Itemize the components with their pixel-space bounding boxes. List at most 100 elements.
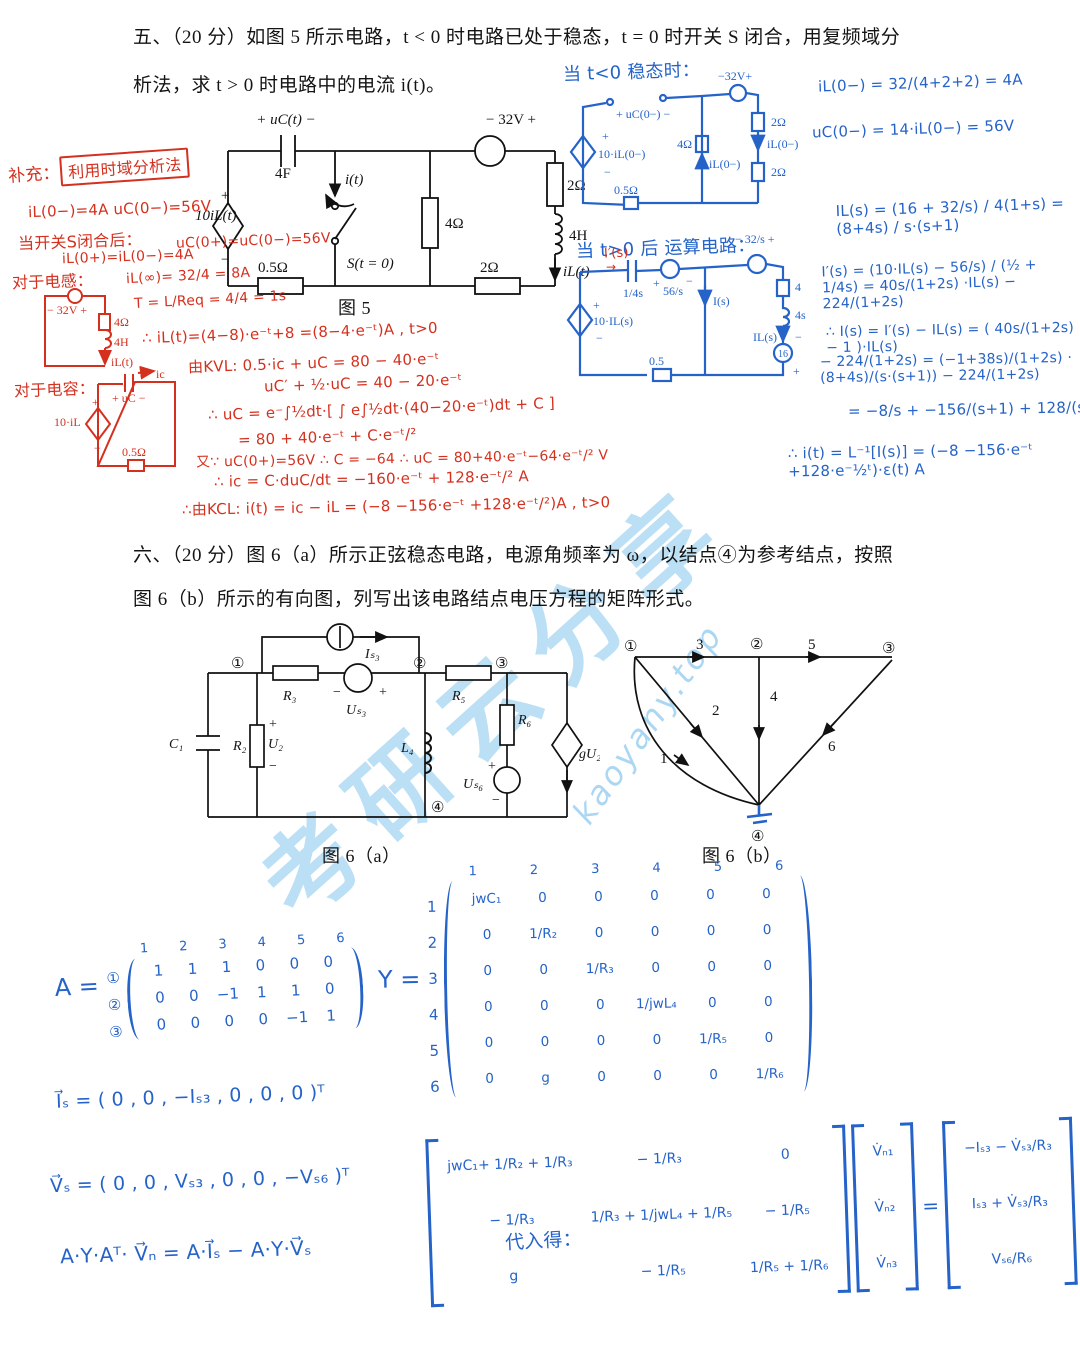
red-c2-dep-label: 10·iL bbox=[54, 415, 81, 429]
matrix-cell: g bbox=[541, 1069, 551, 1086]
fig6a-gu2-label: gU₂ bbox=[579, 747, 600, 762]
fig6a-us6-minus: − bbox=[492, 793, 500, 808]
fig5-source-label: − 32V + bbox=[486, 112, 536, 128]
matrix-cell: jwC₁ bbox=[471, 890, 502, 908]
fig6a-u2-label: U₂ bbox=[268, 737, 283, 752]
matrix-row-label: 1 bbox=[426, 897, 437, 916]
matrix-cell: 0 bbox=[597, 1068, 607, 1085]
red-kcl-final: ∴由KCL: i(t) = ic − iL = (−8 −156·e⁻ᵗ +12… bbox=[181, 493, 611, 519]
fig6a-l4-label: L₄ bbox=[400, 741, 414, 756]
matrix-col-header: 3 bbox=[591, 861, 600, 878]
fig5-inductor-label: 4H bbox=[569, 228, 588, 244]
fig5-r-mid-label: 4Ω bbox=[445, 216, 464, 232]
matrix-cell: 1/R₆ bbox=[755, 1065, 784, 1083]
matrix-col-header: 6 bbox=[774, 858, 784, 874]
fig5-r-bottom-left-label: 0.5Ω bbox=[258, 260, 288, 276]
blue-steady-circuit: + uC(0−) − + 10·iL(0−) − −32V+ 4Ω iL(0−)… bbox=[569, 69, 798, 211]
fig5-r-right-label: 2Ω bbox=[567, 178, 586, 194]
matrix-cell: 0 bbox=[596, 1032, 606, 1049]
matrix-cell: 0 bbox=[539, 961, 549, 978]
red-c1-l-label: 4H bbox=[114, 335, 129, 349]
problem6-statement-line1: 六、（20 分）图 6（a）所示正弦稳态电路，电源角频率为 ω，以结点④为参考结… bbox=[133, 545, 894, 566]
blue-c2-r1: 4 bbox=[795, 280, 801, 294]
matrix-col-header: 2 bbox=[529, 862, 539, 879]
fig6a-node4: ④ bbox=[431, 800, 444, 816]
matrix-cell: 1 bbox=[153, 961, 164, 980]
blue-c2-minus: − bbox=[596, 331, 603, 345]
matrix-col-header: 4 bbox=[652, 860, 661, 876]
problem5-statement-line1: 五、（20 分）如图 5 所示电路，t < 0 时电路已处于稳态，t = 0 时… bbox=[133, 27, 901, 48]
fig6a-is3-label: Iₛ₃ bbox=[364, 647, 380, 662]
red-initial-values: iL(0−)=4A uC(0−)=56V bbox=[27, 196, 212, 222]
figure5-circuit: + uC(t) − 4F i(t) S(t = 0) − 32V + 2Ω 4Ω… bbox=[195, 112, 590, 295]
blue-c2-src32: − 32/s + bbox=[735, 232, 775, 246]
red-ic-solution: ∴ ic = C·duC/dt = −160·e⁻ᵗ + 128·e⁻ᵗ/² A bbox=[213, 467, 529, 491]
red-capacitor-subcircuit: ic + uC − + 10·iL − 0.5Ω bbox=[54, 366, 176, 472]
matrix-cell: 0 bbox=[483, 998, 493, 1015]
matrix-cell: 1 bbox=[325, 1006, 337, 1025]
matrix-Y-right-paren bbox=[794, 875, 814, 1092]
fig6a-r3-label: R₃ bbox=[282, 689, 297, 704]
fig6b-node4: ④ bbox=[751, 829, 764, 845]
matrix-cell: Iₛ₃ + V̇ₛ₃/R₃ bbox=[971, 1193, 1049, 1213]
matrix-cell: 1 bbox=[290, 981, 302, 1000]
problem6-statement-line2: 图 6（b）所示的有向图，列写出该电路结点电压方程的矩阵形式。 bbox=[133, 589, 705, 610]
matrix-row-label: ③ bbox=[108, 1022, 124, 1042]
red-after-il: iL(0+)=iL(0−)=4A bbox=[61, 246, 194, 268]
matrix-cell: 0 bbox=[594, 888, 603, 905]
matrix-cell: 0 bbox=[190, 1013, 201, 1032]
matrix-cell: 0 bbox=[539, 997, 549, 1014]
fig5-il-label: iL(t) bbox=[563, 264, 590, 280]
blue-c1-rmid-label: 4Ω bbox=[677, 137, 692, 151]
red-time-constant: T = L/Req = 4/4 = 1s bbox=[133, 288, 287, 312]
fig6b-edge2-label: 2 bbox=[712, 703, 720, 719]
matrix-cell: 1 bbox=[221, 957, 232, 977]
blue-c2-s16: 16 bbox=[778, 349, 788, 360]
blue-c1-il-label: iL(0−) bbox=[767, 137, 798, 151]
red-c2-ic-label: ic bbox=[156, 367, 165, 381]
blue-it-final: ∴ i(t) = L⁻¹[I(s)] = (−8 −156·e⁻ᵗ +128·e… bbox=[787, 440, 1034, 481]
final-equals-sign: = bbox=[921, 1193, 940, 1219]
red-Ips-arrow: → bbox=[606, 260, 617, 274]
matrix-cell: 1/R₅ bbox=[698, 1030, 728, 1048]
figure6b-graph: ① ② ③ ④ 3 5 2 1 4 6 bbox=[624, 637, 895, 845]
fig6a-u2-plus: + bbox=[269, 717, 277, 732]
fig5-dep-plus: + bbox=[221, 188, 229, 204]
matrix-cell: 0 bbox=[154, 988, 166, 1007]
fig6b-node2: ② bbox=[750, 637, 763, 653]
matrix-cell: 1 bbox=[256, 982, 268, 1002]
matrix-cell: 1/R₃ + 1/jwL₄ + 1/R₅ bbox=[590, 1204, 733, 1226]
fig5-switch-label: S(t = 0) bbox=[347, 256, 394, 272]
red-c2-minus: − bbox=[94, 441, 101, 455]
matrix-cell: 0 bbox=[706, 886, 715, 904]
matrix-cell: 0 bbox=[650, 923, 660, 941]
matrix-cell: 0 bbox=[540, 1033, 550, 1050]
Vs-vector-equation: V⃗ₛ = ( 0 , 0 , Vₛ₃ , 0 , 0 , −Vₛ₆ )ᵀ bbox=[49, 1164, 351, 1198]
matrix-row-label: 6 bbox=[430, 1077, 440, 1096]
fig6a-r6-label: R₆ bbox=[517, 713, 532, 728]
matrix-cell: 0 bbox=[762, 885, 771, 903]
node-voltage-equation: A·Y·Aᵀ· V⃗ₙ = A·I⃗ₛ − A·Y·V⃗ₛ bbox=[59, 1235, 312, 1269]
blue-c2-rb: 0.5 bbox=[649, 354, 664, 368]
matrix-A-name: A = bbox=[53, 971, 100, 1003]
blue-Is-eq2: − 224/(1+2s) = (−1+38s)/(1+2s) · (8+4s)/… bbox=[819, 349, 1073, 387]
matrix-cell: 0 bbox=[709, 1066, 719, 1084]
fig6b-node1: ① bbox=[624, 639, 637, 655]
matrix-cell: 0 bbox=[594, 924, 604, 941]
matrix-cell: Vₛ₆/R₆ bbox=[991, 1250, 1033, 1268]
fig6b-edge6-label: 6 bbox=[828, 739, 836, 755]
fig6a-u2-minus: − bbox=[269, 759, 277, 774]
fig6a-us3-minus: − bbox=[333, 685, 341, 700]
matrix-cell: 0 bbox=[763, 957, 773, 975]
red-c1-source-label: − 32V + bbox=[47, 303, 87, 317]
blue-c2-sminus: − bbox=[795, 330, 802, 344]
blue-c2-l: 4s bbox=[795, 308, 806, 322]
matrix-cell: 0 bbox=[653, 1067, 663, 1084]
matrix-cell: jwC₁+ 1/R₂ + 1/R₃ bbox=[446, 1154, 573, 1175]
fig6a-c1-label: C₁ bbox=[169, 737, 183, 752]
